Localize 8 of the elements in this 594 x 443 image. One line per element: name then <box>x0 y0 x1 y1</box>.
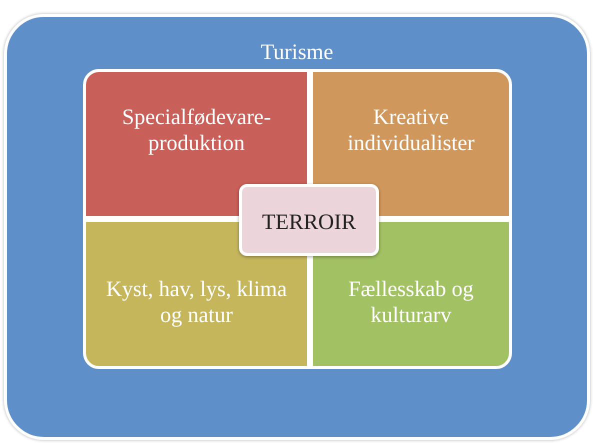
theme-label: TERROIR <box>260 209 358 236</box>
theme-label: Kreative individualister <box>346 104 476 157</box>
theme-label: Specialfødevare-produktion <box>120 104 272 157</box>
theme-label: Kyst, hav, lys, klima og natur <box>105 276 288 329</box>
panel-title: Turisme <box>260 39 334 66</box>
tourism-panel <box>4 14 590 440</box>
center-box <box>239 184 379 256</box>
theme-label: Fællesskab og kulturarv <box>347 276 475 329</box>
